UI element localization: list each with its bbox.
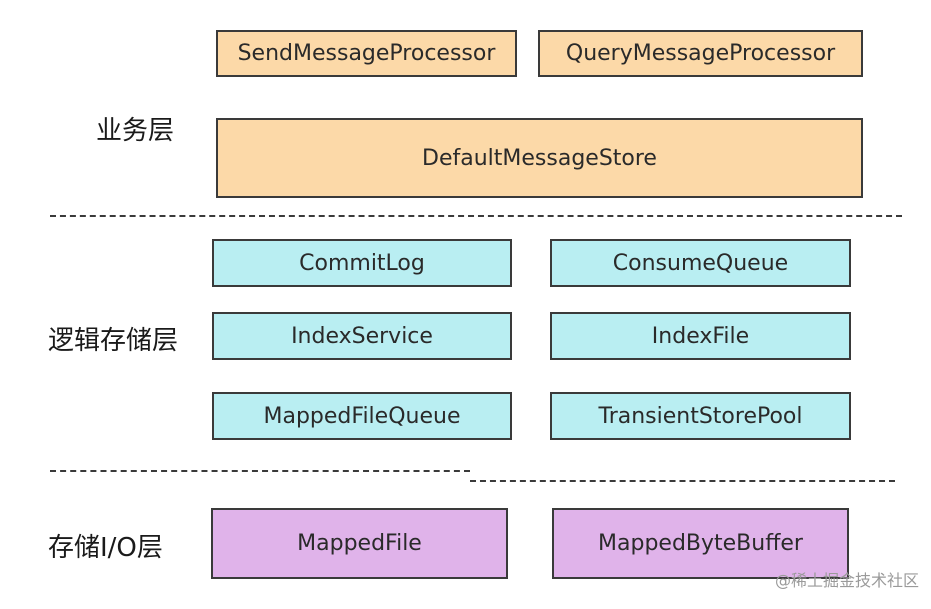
commit-log-box: CommitLog	[212, 239, 512, 287]
layer-divider-2a	[50, 470, 470, 472]
mapped-file-queue-box: MappedFileQueue	[212, 392, 512, 440]
mapped-file-box: MappedFile	[211, 508, 508, 579]
transient-store-pool-box: TransientStorePool	[550, 392, 851, 440]
index-service-box: IndexService	[212, 312, 512, 360]
send-message-processor-box: SendMessageProcessor	[216, 30, 517, 77]
layer-label-storage-io: 存储I/O层	[48, 533, 163, 563]
query-message-processor-box: QueryMessageProcessor	[538, 30, 863, 77]
layer-label-logical-storage: 逻辑存储层	[48, 326, 179, 356]
layer-divider-2b	[470, 480, 895, 482]
mapped-byte-buffer-box: MappedByteBuffer	[552, 508, 849, 579]
consume-queue-box: ConsumeQueue	[550, 239, 851, 287]
default-message-store-box: DefaultMessageStore	[216, 118, 863, 198]
layer-divider-1	[50, 215, 902, 217]
index-file-box: IndexFile	[550, 312, 851, 360]
layer-label-business: 业务层	[96, 116, 175, 146]
watermark: @稀土掘金技术社区	[774, 571, 919, 590]
